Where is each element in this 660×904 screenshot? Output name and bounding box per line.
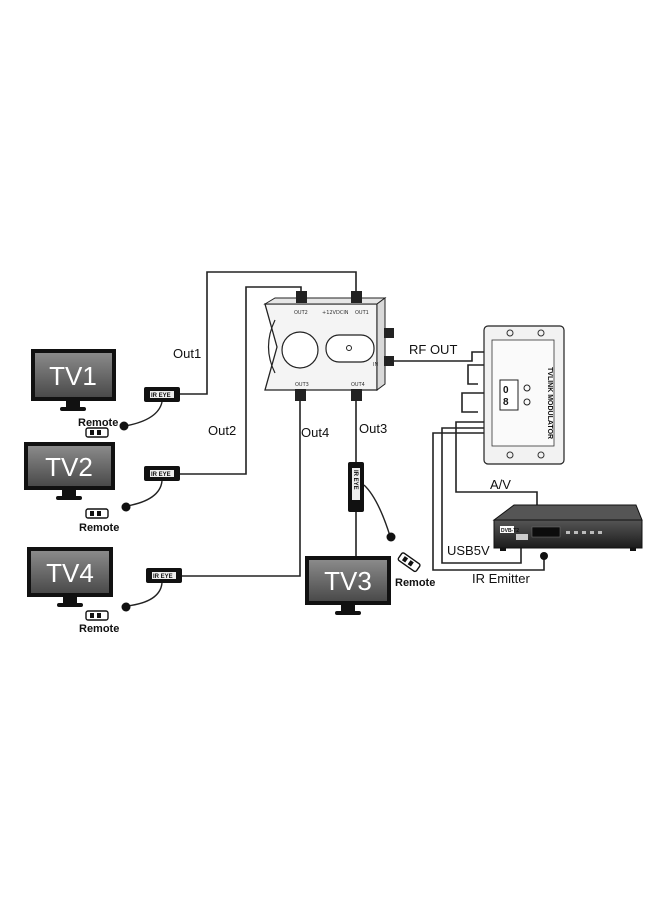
tv3: TV3 bbox=[305, 556, 391, 615]
ir-eye-label-4: IR EYE bbox=[153, 574, 173, 580]
remote-icon-tv4 bbox=[85, 610, 109, 621]
splitter-port-out3-label: OUT3 bbox=[295, 382, 309, 388]
splitter-port-out4-label: OUT4 bbox=[351, 382, 365, 388]
splitter-port-out2-label: OUT2 bbox=[294, 310, 308, 316]
ir-receiver-tv3: IR EYE bbox=[348, 462, 396, 542]
remote-icon-tv2 bbox=[85, 508, 109, 519]
label-out2: Out2 bbox=[208, 423, 236, 438]
cable-usb bbox=[441, 427, 522, 564]
stb-logo: DVB-T2 bbox=[501, 528, 519, 534]
cable-rf bbox=[392, 351, 484, 362]
modulator-name: TVLINK MODULATOR bbox=[546, 367, 553, 439]
label-rf-out: RF OUT bbox=[409, 342, 457, 357]
splitter-port-in-label: IN bbox=[373, 362, 378, 368]
splitter-port-out1-label: OUT1 bbox=[355, 310, 369, 316]
remote-icon-tv1 bbox=[85, 427, 109, 438]
label-av: A/V bbox=[490, 477, 511, 492]
cable-out1 bbox=[180, 271, 357, 395]
svg-text:0: 0 bbox=[503, 385, 509, 396]
cable-out2 bbox=[180, 286, 302, 475]
modulator: 0 8 TVLINK MODULATOR bbox=[483, 325, 565, 465]
ir-receiver-tv2: IR EYE bbox=[121, 466, 180, 512]
tv3-label: TV3 bbox=[324, 566, 372, 596]
remote-label-tv4: Remote bbox=[79, 623, 119, 635]
splitter: OUT2 +12VDCIN OUT1 OUT3 OUT4 IN bbox=[263, 291, 394, 401]
tv2-label: TV2 bbox=[45, 452, 93, 482]
label-out3: Out3 bbox=[359, 421, 387, 436]
ir-eye-label-2: IR EYE bbox=[151, 472, 171, 478]
cable-mod-1 bbox=[467, 364, 484, 385]
remote-icon-tv3 bbox=[397, 552, 421, 573]
tv2: TV2 bbox=[24, 442, 115, 500]
cable-mod-2 bbox=[461, 392, 484, 413]
remote-label-tv2: Remote bbox=[79, 522, 119, 534]
label-out4: Out4 bbox=[301, 425, 329, 440]
tv4-label: TV4 bbox=[46, 558, 94, 588]
ir-eye-label-1: IR EYE bbox=[151, 393, 171, 399]
remote-label-tv1: Remote bbox=[78, 417, 118, 429]
ir-receiver-tv4: IR EYE bbox=[121, 568, 182, 612]
label-ir-emitter: IR Emitter bbox=[472, 571, 530, 586]
tv4: TV4 bbox=[27, 547, 113, 607]
ir-eye-label-3: IR EYE bbox=[352, 470, 358, 490]
tv1-label: TV1 bbox=[49, 361, 97, 391]
cable-av bbox=[455, 421, 538, 506]
tv1: TV1 bbox=[31, 349, 116, 411]
label-usb: USB5V bbox=[447, 543, 490, 558]
svg-text:8: 8 bbox=[503, 397, 509, 408]
cable-out4 bbox=[182, 398, 301, 577]
remote-label-tv3: Remote bbox=[395, 577, 435, 589]
set-top-box: DVB-T2 bbox=[492, 504, 643, 560]
ir-receiver-tv1: IR EYE bbox=[119, 387, 180, 431]
label-out1: Out1 bbox=[173, 346, 201, 361]
cable-ir bbox=[432, 432, 545, 571]
splitter-port-power-label: +12VDCIN bbox=[322, 310, 349, 316]
cables bbox=[180, 271, 545, 577]
